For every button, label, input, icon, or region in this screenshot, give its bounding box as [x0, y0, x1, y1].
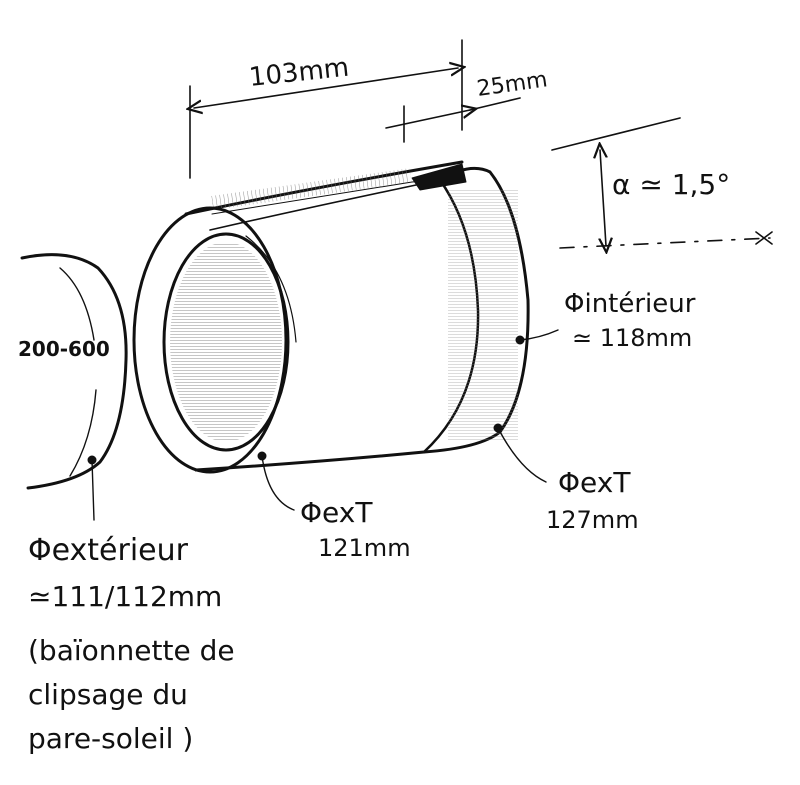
dim-offset-label: 25mm [475, 67, 549, 102]
angle-label: α ≃ 1,5° [612, 168, 730, 201]
front-outer-label-2: 121mm [318, 534, 411, 562]
rear-outer-label-1: ΦexT [558, 466, 631, 499]
dim-angle [551, 117, 773, 248]
bayonet-outer-label-5: pare-soleil ) [28, 722, 193, 755]
inner-diameter-label-2: ≃ 118mm [572, 324, 692, 352]
leader-lines [87, 329, 559, 521]
inner-diameter-label-1: Φintérieur [564, 289, 696, 319]
bayonet-outer-label-2: ≃111/112mm [28, 580, 222, 613]
bayonet-outer-label-3: (baïonnette de [28, 634, 235, 667]
lens-hood-tube [132, 160, 530, 474]
dim-offset [385, 97, 521, 143]
bayonet-outer-label-1: Φextérieur [28, 533, 189, 568]
bayonet-cylinder [20, 253, 128, 490]
front-outer-label-1: ΦexT [300, 496, 373, 529]
bayonet-range-label: 200-600 [18, 337, 110, 361]
rear-outer-label-2: 127mm [546, 506, 639, 534]
bayonet-outer-label-4: clipsage du [28, 678, 188, 711]
